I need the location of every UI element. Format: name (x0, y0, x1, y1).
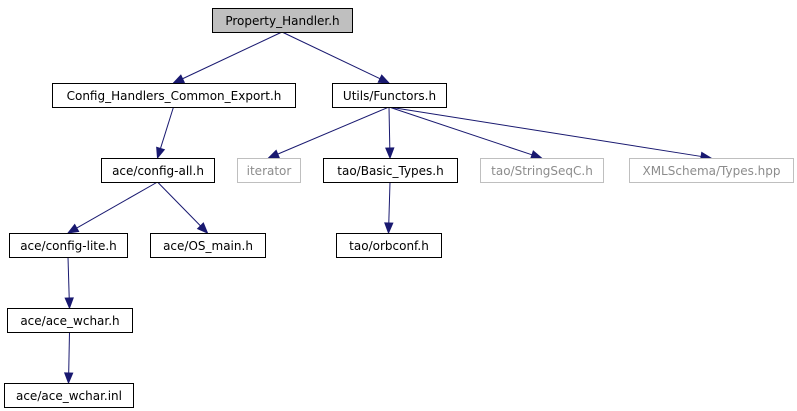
edge-basic-types-to-orbconf (384, 181, 394, 235)
node-label: ace/config-lite.h (20, 239, 117, 253)
node-ace-wchar-h[interactable]: ace/ace_wchar.h (7, 308, 133, 333)
node-box (237, 158, 301, 183)
node-label: ace/config-all.h (112, 164, 204, 178)
node-label: Config_Handlers_Common_Export.h (67, 89, 282, 103)
node-label: ace/OS_main.h (163, 239, 253, 253)
node-basic-types[interactable]: tao/Basic_Types.h (323, 158, 458, 183)
node-config-lite[interactable]: ace/config-lite.h (9, 233, 128, 258)
edge-line (277, 106, 390, 155)
edge-line (76, 181, 158, 229)
node-label: ace/ace_wchar.inl (16, 389, 122, 403)
arrowhead-icon (267, 149, 281, 159)
node-box (336, 233, 442, 258)
node-label: Property_Handler.h (225, 14, 339, 28)
edge-line (67, 256, 70, 299)
node-label: tao/orbconf.h (349, 239, 429, 253)
node-box (7, 308, 133, 333)
node-box (52, 83, 296, 108)
node-box (629, 158, 794, 183)
nodes-layer: Property_Handler.hConfig_Handlers_Common… (4, 8, 794, 408)
edge-utils-functors-to-stringseqc (388, 106, 543, 160)
node-label: ace/ace_wchar.h (20, 314, 119, 328)
edge-config-lite-to-ace-wchar-h (64, 256, 74, 310)
edge-property-handler-to-config-export (172, 31, 283, 84)
node-config-all[interactable]: ace/config-all.h (101, 158, 215, 183)
arrowhead-icon (384, 222, 394, 235)
edge-line (157, 181, 201, 227)
node-label: XMLSchema/Types.hpp (642, 164, 780, 178)
node-iterator: iterator (237, 158, 301, 183)
node-box (480, 158, 604, 183)
edge-line (281, 31, 381, 80)
node-orbconf[interactable]: tao/orbconf.h (336, 233, 442, 258)
arrowhead-icon (156, 146, 166, 160)
node-box (9, 233, 128, 258)
arrowhead-icon (63, 372, 74, 385)
edge-line (388, 106, 533, 156)
arrowhead-icon (64, 297, 74, 310)
node-box (212, 8, 353, 33)
edge-utils-functors-to-xmlschema-types (388, 106, 713, 162)
edge-ace-wchar-h-to-ace-wchar-inl (63, 331, 74, 385)
node-config-export[interactable]: Config_Handlers_Common_Export.h (52, 83, 296, 108)
edge-config-all-to-os-main (157, 181, 209, 234)
node-property-handler[interactable]: Property_Handler.h (212, 8, 353, 33)
node-os-main[interactable]: ace/OS_main.h (150, 233, 266, 258)
edge-line (160, 106, 174, 149)
arrowhead-icon (530, 150, 543, 160)
arrowhead-icon (385, 147, 395, 160)
node-stringseqc: tao/StringSeqC.h (480, 158, 604, 183)
edge-property-handler-to-utils-functors (281, 31, 391, 84)
edge-line (388, 106, 391, 149)
node-ace-wchar-inl[interactable]: ace/ace_wchar.inl (4, 383, 134, 408)
edge-line (68, 331, 70, 374)
edge-line (388, 181, 391, 224)
node-label: Utils/Functors.h (343, 89, 436, 103)
node-box (150, 233, 266, 258)
node-box (101, 158, 215, 183)
node-label: tao/StringSeqC.h (491, 164, 593, 178)
node-xmlschema-types: XMLSchema/Types.hpp (629, 158, 794, 183)
edge-utils-functors-to-basic-types (385, 106, 395, 160)
node-box (332, 83, 447, 108)
arrowhead-icon (196, 222, 209, 234)
edge-line (182, 31, 283, 80)
edge-config-all-to-config-lite (66, 181, 158, 234)
node-utils-functors[interactable]: Utils/Functors.h (332, 83, 447, 108)
edge-config-export-to-config-all (156, 106, 174, 160)
arrowhead-icon (377, 74, 391, 84)
arrowhead-icon (172, 74, 186, 84)
edges-layer (63, 31, 713, 385)
arrowhead-icon (66, 223, 80, 234)
edge-utils-functors-to-iterator (267, 106, 390, 159)
node-box (4, 383, 134, 408)
node-label: tao/Basic_Types.h (337, 164, 443, 178)
node-label: iterator (247, 164, 292, 178)
edge-line (388, 106, 702, 157)
node-box (323, 158, 458, 183)
